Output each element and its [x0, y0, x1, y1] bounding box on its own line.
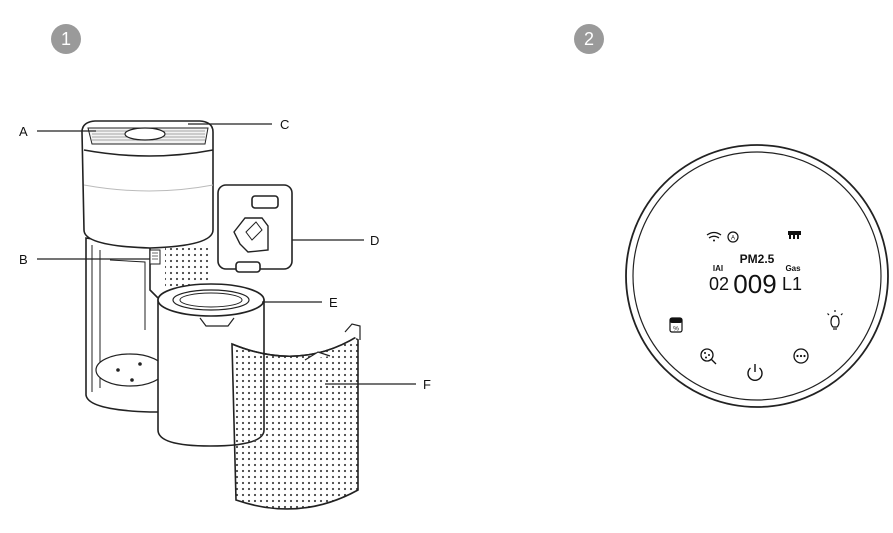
- connector-inset: [217, 184, 293, 273]
- leader-lines: [37, 123, 416, 385]
- panel-inner-ring: [632, 151, 882, 401]
- sensor-icon[interactable]: [700, 348, 717, 365]
- fan-speed-icon[interactable]: [793, 348, 809, 364]
- auto-mode-icon: A: [727, 231, 739, 243]
- gas-label: Gas: [785, 264, 801, 273]
- pre-filter-cover: [231, 323, 361, 510]
- gas-value: L1: [782, 274, 802, 294]
- svg-text:%: %: [673, 326, 679, 333]
- pm-label: PM2.5: [740, 252, 775, 266]
- light-icon[interactable]: [827, 310, 843, 330]
- step-2-badge: 2: [574, 24, 604, 54]
- filter-reset-icon[interactable]: %: [669, 317, 683, 333]
- control-panel: A PM2.5 IAI Gas 02 009 L1 %: [625, 144, 889, 408]
- iai-value: 02: [709, 274, 729, 294]
- callout-b: B: [19, 252, 28, 267]
- step-1-badge: 1: [51, 24, 81, 54]
- iai-label: IAI: [713, 264, 723, 273]
- power-icon[interactable]: [747, 364, 763, 382]
- svg-text:A: A: [731, 236, 735, 242]
- callout-f: F: [423, 377, 431, 392]
- pm-value: 009: [733, 269, 776, 299]
- callout-c: C: [280, 117, 289, 132]
- child-lock-icon: [788, 231, 801, 239]
- callout-a: A: [19, 124, 28, 139]
- callout-d: D: [370, 233, 379, 248]
- callout-e: E: [329, 295, 338, 310]
- wifi-icon: [706, 231, 722, 242]
- purifier-body: [81, 120, 214, 413]
